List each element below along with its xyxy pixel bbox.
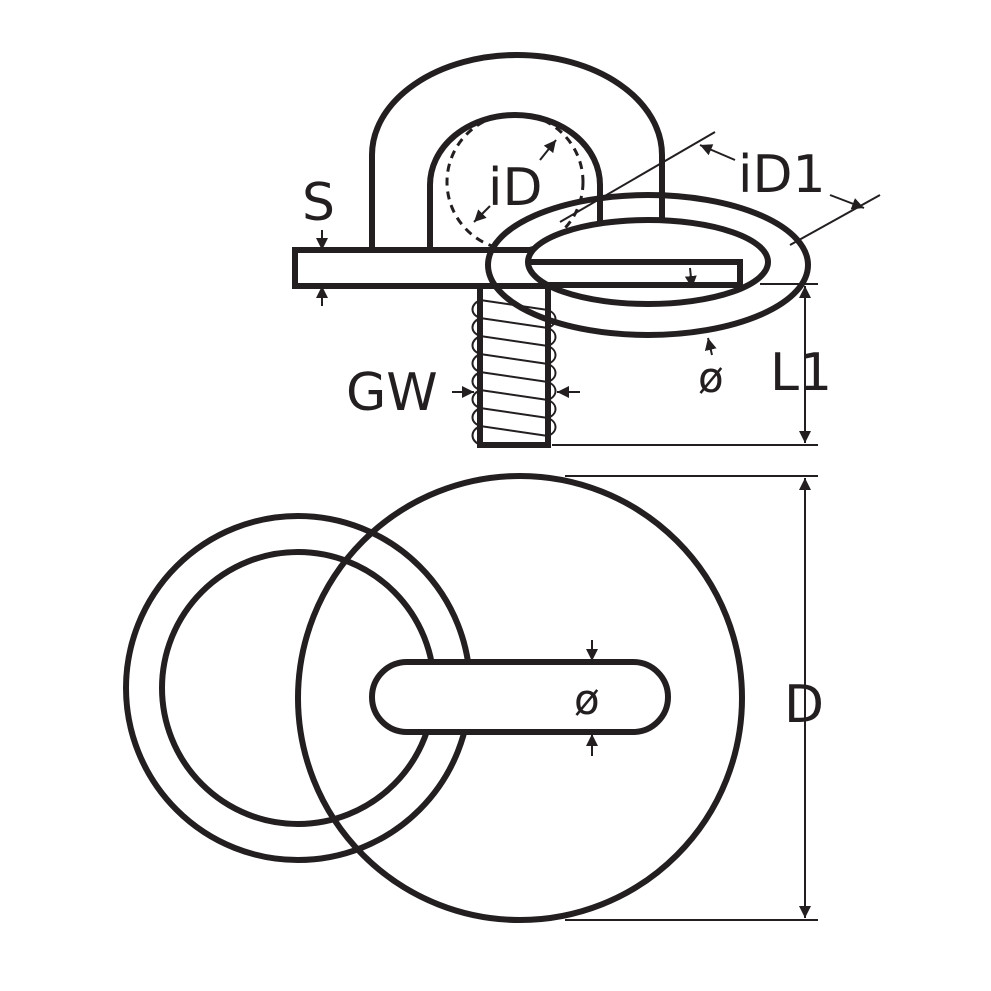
label-ring-diameter: ø (698, 353, 724, 402)
label-d: D (784, 675, 824, 735)
side-ring (485, 192, 811, 338)
label-s: S (302, 173, 335, 233)
d-dimension (565, 475, 818, 921)
threaded-stud (471, 282, 557, 448)
label-slot-diameter: ø (574, 675, 600, 724)
id1-dimension (559, 131, 881, 246)
id-dimension (473, 139, 557, 223)
inner-diameter-circle (445, 112, 585, 252)
eye-bracket (369, 52, 665, 253)
label-id1: iD1 (738, 145, 826, 205)
top-view (123, 473, 818, 923)
label-id: iD (488, 158, 543, 218)
label-gw: GW (346, 363, 438, 423)
eye-slot (369, 659, 671, 735)
l1-dimension (552, 283, 818, 446)
ring-wire-dimension (684, 267, 717, 356)
label-l1: L1 (770, 343, 832, 403)
base-disc (295, 473, 745, 923)
side-view (292, 52, 881, 448)
